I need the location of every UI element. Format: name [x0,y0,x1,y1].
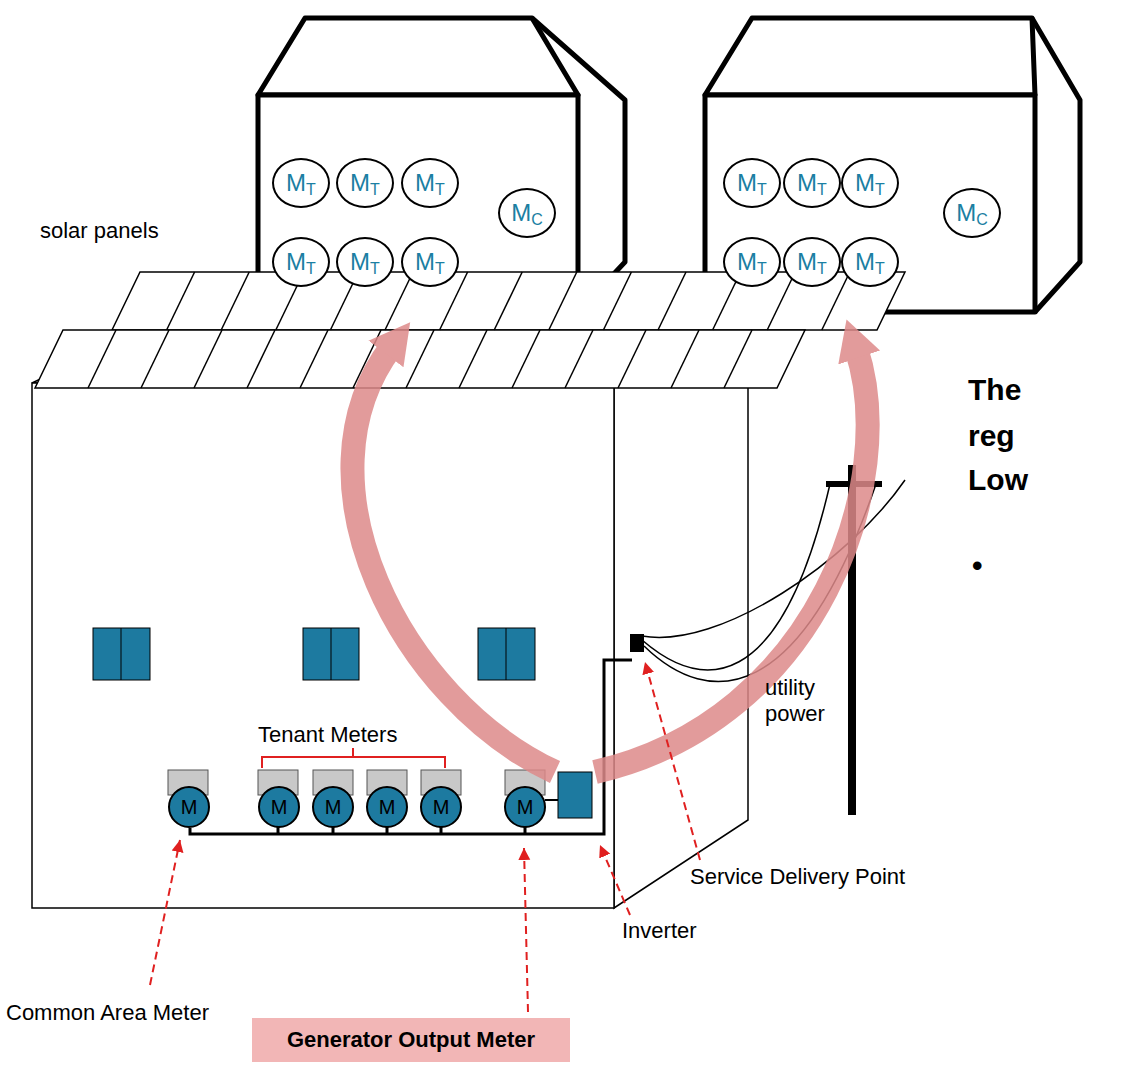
meter-symbol: MT [841,158,899,208]
meter-letter: Generator Output Meter [287,1027,535,1053]
flow-arrow [352,346,867,772]
meter-subscript: T [435,182,445,198]
highlight-label: Generator Output Meter [252,1018,570,1062]
meter-symbol: MT [401,158,459,208]
meter-letter: M [511,201,531,225]
meter-letter: M [737,171,757,195]
leader-line [150,662,700,1012]
annotation-label: solar panels [40,218,159,244]
annotation-label: Tenant Meters [258,722,397,748]
meter-subscript: T [817,182,827,198]
meter-letter: M [350,250,370,274]
annotation-label: Inverter [622,918,697,944]
meter-letter: M [956,201,976,225]
meter-housing [168,770,545,795]
meter-letter: M [433,797,450,817]
meter-letter: M [350,171,370,195]
meter-letter: M [855,171,875,195]
meter-symbol: MT [336,237,394,287]
meter-symbol: M [366,786,408,828]
meter-letter: M [286,250,306,274]
meter-subscript: T [875,261,885,277]
annotation-label: Common Area Meter [6,1000,209,1026]
meter-letter: M [517,797,534,817]
meter-letter: M [855,250,875,274]
meter-symbol: MT [272,158,330,208]
meter-subscript: C [976,212,988,228]
meter-letter: M [271,797,288,817]
meter-subscript: T [757,261,767,277]
building [32,327,748,908]
meter-symbol: M [420,786,462,828]
meter-symbol: MT [272,237,330,287]
bus-wire [190,660,632,834]
annotation-label: • [972,548,983,584]
meter-symbol: M [168,786,210,828]
meter-letter: M [325,797,342,817]
meter-subscript: T [306,261,316,277]
meter-symbol: MT [723,158,781,208]
annotation-label: The [968,372,1021,408]
meter-symbol: M [312,786,354,828]
meter-symbol: MC [943,188,1001,238]
inverter [558,772,592,818]
meter-symbol: MT [783,158,841,208]
meter-subscript: C [531,212,543,228]
meter-subscript: T [817,261,827,277]
meter-symbol: MT [841,237,899,287]
meter-symbol: MT [336,158,394,208]
meter-letter: M [415,250,435,274]
meter-letter: M [379,797,396,817]
meter-subscript: T [306,182,316,198]
meter-symbol: M [504,786,546,828]
meter-subscript: T [370,182,380,198]
panel-grid [88,272,850,388]
solar-panels [35,272,905,388]
meter-letter: M [286,171,306,195]
meter-letter: M [797,171,817,195]
meter-subscript: T [875,182,885,198]
annotation-label: Service Delivery Point [690,864,905,890]
meter-symbol: M [258,786,300,828]
meter-letter: M [181,797,198,817]
bracket [262,748,445,768]
meter-letter: M [737,250,757,274]
house [705,18,1080,312]
meter-symbol: MT [783,237,841,287]
meter-symbol: MC [498,188,556,238]
meter-subscript: T [757,182,767,198]
window [93,628,535,680]
meter-letter: M [415,171,435,195]
annotation-label: utility power [765,675,851,728]
annotation-label: Low [968,462,1028,498]
meter-symbol: MT [401,237,459,287]
house [258,18,625,312]
annotation-label: reg [968,418,1015,454]
meter-symbol: MT [723,237,781,287]
meter-subscript: T [370,261,380,277]
meter-subscript: T [435,261,445,277]
meter-letter: M [797,250,817,274]
